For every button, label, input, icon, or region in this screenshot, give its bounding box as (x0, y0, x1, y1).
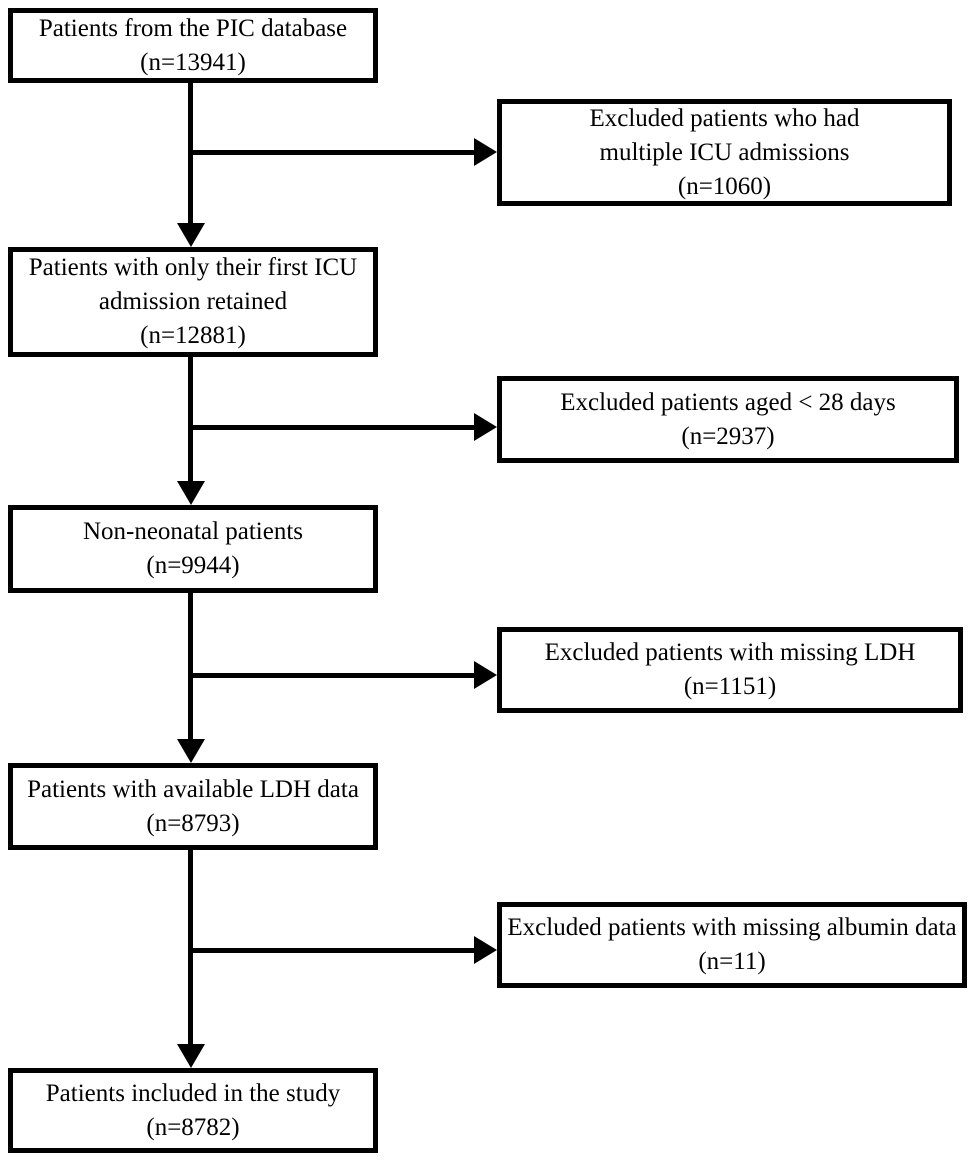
box-count-line: (n=11) (698, 948, 766, 975)
box-text-line: admission retained (98, 288, 288, 315)
flow-box-first-icu-retained: Patients with only their first ICU admis… (8, 247, 378, 357)
box-text-line: multiple ICU admissions (599, 138, 850, 166)
flow-box-included-study: Patients included in the study (n=8782) (8, 1068, 378, 1153)
exclusion-box-multiple-icu: Excluded patients who had multiple ICU a… (497, 99, 952, 206)
box-count-line: (n=1151) (683, 673, 777, 700)
box-count-line: (n=8782) (146, 1113, 240, 1141)
box-text-line: Non-neonatal patients (82, 518, 304, 545)
branch-arrow-1-line (190, 150, 475, 155)
box-count-line: (n=8793) (146, 809, 240, 837)
branch-arrow-3-line (190, 673, 475, 678)
exclusion-box-aged-lt-28-days: Excluded patients aged < 28 days (n=2937… (497, 376, 959, 463)
box-text-line: Excluded patients who had (589, 104, 860, 132)
branch-arrow-2-head-icon (474, 413, 497, 441)
box-count-line: (n=12881) (140, 322, 246, 349)
flow-arrow-3-line (188, 593, 193, 741)
flow-arrow-2-line (188, 357, 193, 483)
flow-box-pic-database: Patients from the PIC database (n=13941) (8, 8, 378, 83)
box-count-line: (n=1060) (677, 172, 772, 200)
flow-arrow-1-head-icon (177, 223, 205, 247)
box-count-line: (n=9944) (146, 552, 240, 579)
flow-box-available-ldh: Patients with available LDH data (n=8793… (8, 763, 378, 850)
exclusion-box-missing-ldh: Excluded patients with missing LDH (n=11… (497, 627, 963, 713)
flow-box-non-neonatal: Non-neonatal patients (n=9944) (8, 505, 378, 593)
branch-arrow-4-head-icon (474, 936, 497, 964)
box-text-line: Excluded patients with missing albumin d… (507, 914, 957, 941)
box-text-line: Excluded patients with missing LDH (544, 639, 916, 666)
flow-arrow-3-head-icon (177, 739, 205, 763)
box-count-line: (n=2937) (681, 422, 775, 450)
box-text-line: Patients included in the study (45, 1079, 341, 1107)
exclusion-box-missing-albumin: Excluded patients with missing albumin d… (497, 902, 967, 988)
box-count-line: (n=13941) (140, 48, 246, 76)
flow-arrow-4-head-icon (177, 1044, 205, 1068)
branch-arrow-1-head-icon (474, 138, 497, 166)
branch-arrow-3-head-icon (474, 661, 497, 689)
box-text-line: Patients with only their first ICU (28, 254, 358, 281)
flow-arrow-2-head-icon (177, 481, 205, 505)
branch-arrow-2-line (190, 425, 475, 430)
box-text-line: Excluded patients aged < 28 days (560, 388, 896, 416)
branch-arrow-4-line (190, 948, 475, 953)
box-text-line: Patients with available LDH data (27, 775, 359, 803)
box-text-line: Patients from the PIC database (38, 14, 348, 42)
